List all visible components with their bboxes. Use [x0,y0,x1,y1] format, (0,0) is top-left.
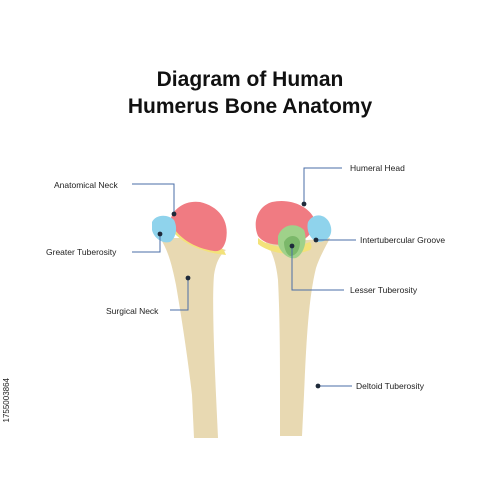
label-deltoid-tuberosity: Deltoid Tuberosity [356,381,425,391]
leader-lesser-tuberosity [291,246,344,291]
dot-intertubercular-groove [313,237,319,243]
diagram-title: Diagram of Human Humerus Bone Anatomy [0,66,500,120]
label-humeral-head: Humeral Head [350,163,405,173]
stock-id: 1755003864 [2,378,11,423]
right-humerus [255,200,332,436]
leader-dots [157,201,321,389]
leader-anatomical-neck [132,183,175,214]
dot-humeral-head [301,201,307,207]
label-lesser-tuberosity: Lesser Tuberosity [350,285,418,295]
dot-lesser-tuberosity [289,243,295,249]
dot-deltoid-tuberosity [315,383,321,389]
leader-surgical-neck [170,278,189,311]
right-greater-tuberosity [307,215,332,242]
dot-surgical-neck [185,275,191,281]
label-surgical-neck: Surgical Neck [106,306,159,316]
leader-humeral-head [303,167,342,204]
left-bone-shaft [160,238,226,438]
left-humeral-head [170,201,227,252]
left-greater-tuberosity [152,215,177,243]
label-anatomical-neck: Anatomical Neck [54,180,118,190]
leader-lines [132,167,356,387]
dot-greater-tuberosity [157,231,163,237]
label-intertubercular-groove: Intertubercular Groove [360,235,446,245]
leader-greater-tuberosity [132,234,161,253]
title-line-2: Humerus Bone Anatomy [127,95,373,118]
title-line-1: Diagram of Human [156,68,344,91]
label-greater-tuberosity: Greater Tuberosity [46,247,117,257]
dot-anatomical-neck [171,211,177,217]
left-humerus [152,201,227,438]
right-bone-shaft [264,238,330,436]
